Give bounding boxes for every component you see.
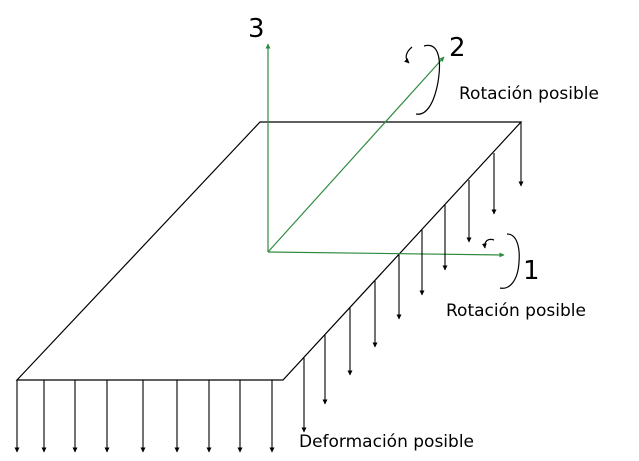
axis-2-line <box>267 56 445 253</box>
rotation-arrow-axis-1 <box>481 233 520 289</box>
rotation-label-axis-2: Rotación posible <box>459 84 599 104</box>
plate-outline <box>15 121 523 381</box>
rotation-label-axis-1: Rotación posible <box>446 301 586 321</box>
axis-2-label: 2 <box>449 33 466 63</box>
axis-1-line <box>267 251 505 258</box>
rotation-arrow-axis-2 <box>404 44 441 115</box>
axes <box>265 43 505 258</box>
axis-3-label: 3 <box>248 14 265 44</box>
deformation-arrows <box>14 122 524 453</box>
axis-1-label: 1 <box>523 256 540 286</box>
deformation-label: Deformación posible <box>299 432 474 452</box>
